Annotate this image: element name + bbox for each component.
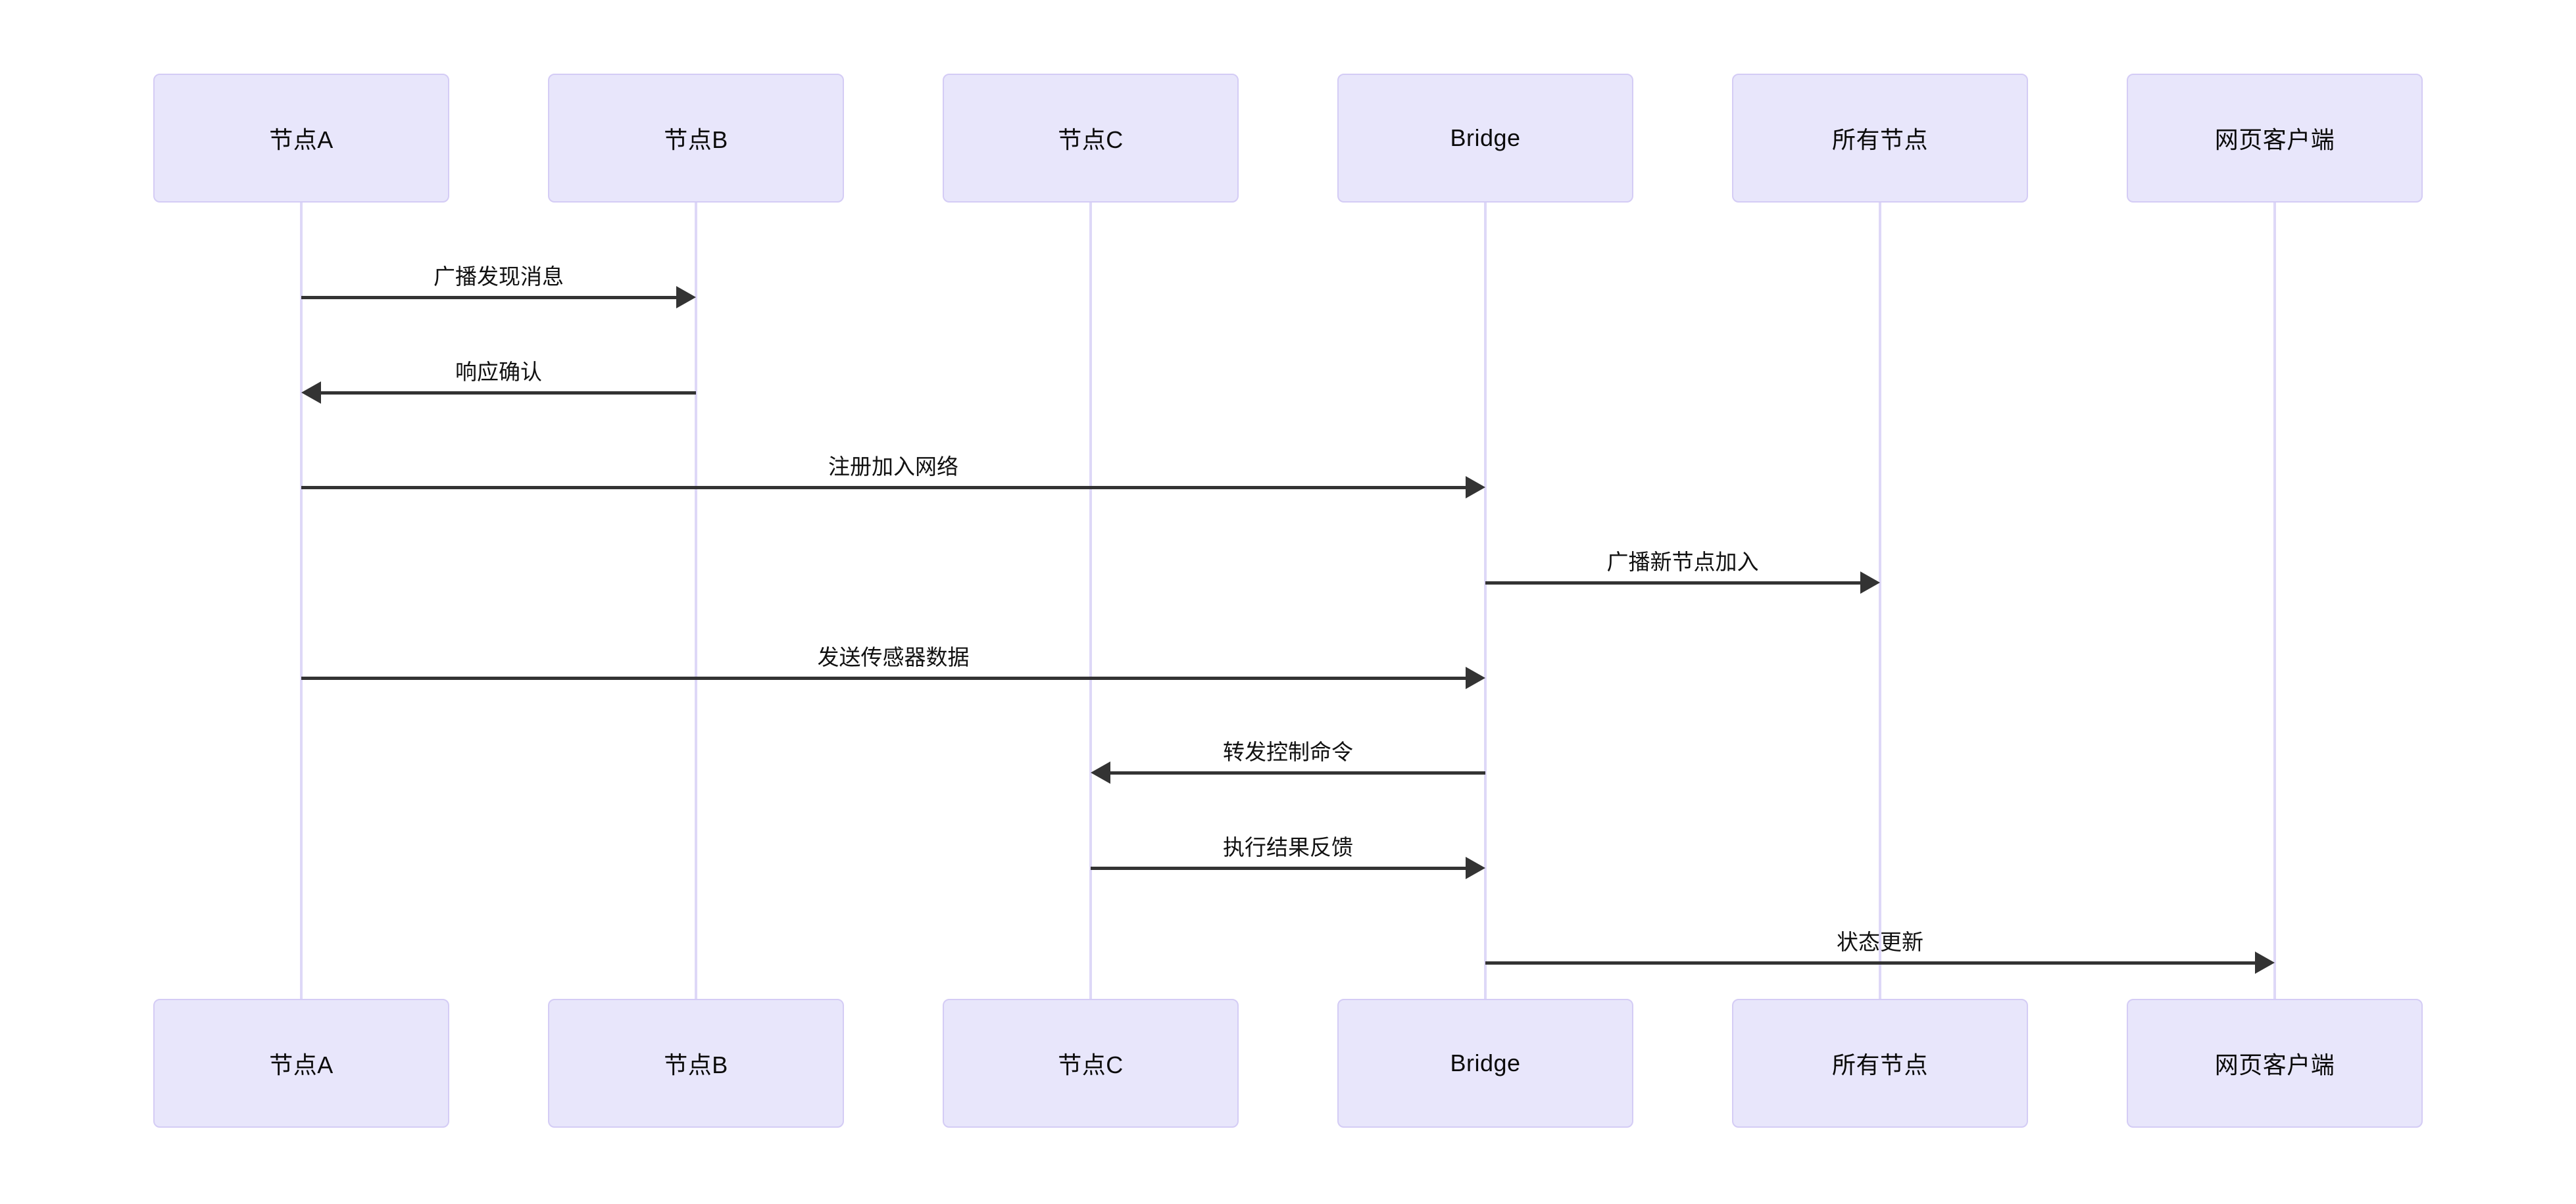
actor-label-nodeC: 节点C (1058, 1051, 1124, 1078)
message-label-5: 发送传感器数据 (817, 645, 970, 669)
message-label-3: 注册加入网络 (828, 454, 958, 479)
actor-label-nodeC: 节点C (1058, 126, 1124, 153)
message-line-2 (320, 391, 696, 395)
actor-label-bridge: Bridge (1450, 1049, 1521, 1076)
actor-box-nodeA-top[interactable]: 节点A (153, 74, 449, 203)
actor-box-allnodes-bottom[interactable]: 所有节点 (1732, 999, 2028, 1128)
lifeline-nodeA (300, 203, 303, 999)
actor-box-bridge-top[interactable]: Bridge (1337, 74, 1633, 203)
actor-label-nodeA: 节点A (269, 1051, 334, 1078)
lifeline-bridge (1484, 203, 1487, 999)
actor-box-nodeC-top[interactable]: 节点C (943, 74, 1239, 203)
message-arrowhead-3 (1466, 476, 1485, 498)
message-line-7 (1091, 867, 1467, 870)
actor-box-nodeB-bottom[interactable]: 节点B (548, 999, 844, 1128)
lifeline-nodeB (695, 203, 697, 999)
message-line-1 (301, 296, 678, 299)
actor-box-webclient-bottom[interactable]: 网页客户端 (2127, 999, 2423, 1128)
actor-box-allnodes-top[interactable]: 所有节点 (1732, 74, 2028, 203)
message-arrowhead-7 (1466, 857, 1485, 879)
message-label-4: 广播新节点加入 (1606, 550, 1759, 574)
message-label-8: 状态更新 (1837, 930, 1923, 954)
message-label-2: 响应确认 (455, 360, 542, 384)
message-arrowhead-2 (301, 381, 321, 404)
actor-label-webclient: 网页客户端 (2214, 1051, 2335, 1078)
message-arrowhead-8 (2255, 951, 2275, 974)
message-arrowhead-1 (676, 286, 696, 308)
message-line-3 (301, 486, 1467, 489)
actor-label-nodeB: 节点B (664, 126, 728, 153)
message-line-8 (1485, 961, 2256, 965)
actor-box-nodeC-bottom[interactable]: 节点C (943, 999, 1239, 1128)
message-label-7: 执行结果反馈 (1223, 835, 1353, 859)
actor-label-allnodes: 所有节点 (1831, 1051, 1928, 1078)
lifeline-allnodes (1879, 203, 1881, 999)
message-line-4 (1485, 581, 1862, 585)
actor-label-allnodes: 所有节点 (1831, 126, 1928, 153)
message-line-6 (1109, 771, 1485, 775)
actor-label-nodeA: 节点A (269, 126, 334, 153)
actor-box-webclient-top[interactable]: 网页客户端 (2127, 74, 2423, 203)
message-label-6: 转发控制命令 (1223, 740, 1353, 764)
message-arrowhead-6 (1091, 761, 1110, 784)
actor-label-webclient: 网页客户端 (2214, 126, 2335, 153)
actor-box-nodeA-bottom[interactable]: 节点A (153, 999, 449, 1128)
actor-box-nodeB-top[interactable]: 节点B (548, 74, 844, 203)
lifeline-nodeC (1089, 203, 1092, 999)
message-arrowhead-4 (1860, 571, 1880, 594)
message-arrowhead-5 (1466, 667, 1485, 689)
lifeline-webclient (2273, 203, 2276, 999)
actor-label-bridge: Bridge (1450, 124, 1521, 151)
actor-box-bridge-bottom[interactable]: Bridge (1337, 999, 1633, 1128)
message-label-1: 广播发现消息 (433, 264, 564, 289)
message-line-5 (301, 677, 1467, 680)
actor-label-nodeB: 节点B (664, 1051, 728, 1078)
